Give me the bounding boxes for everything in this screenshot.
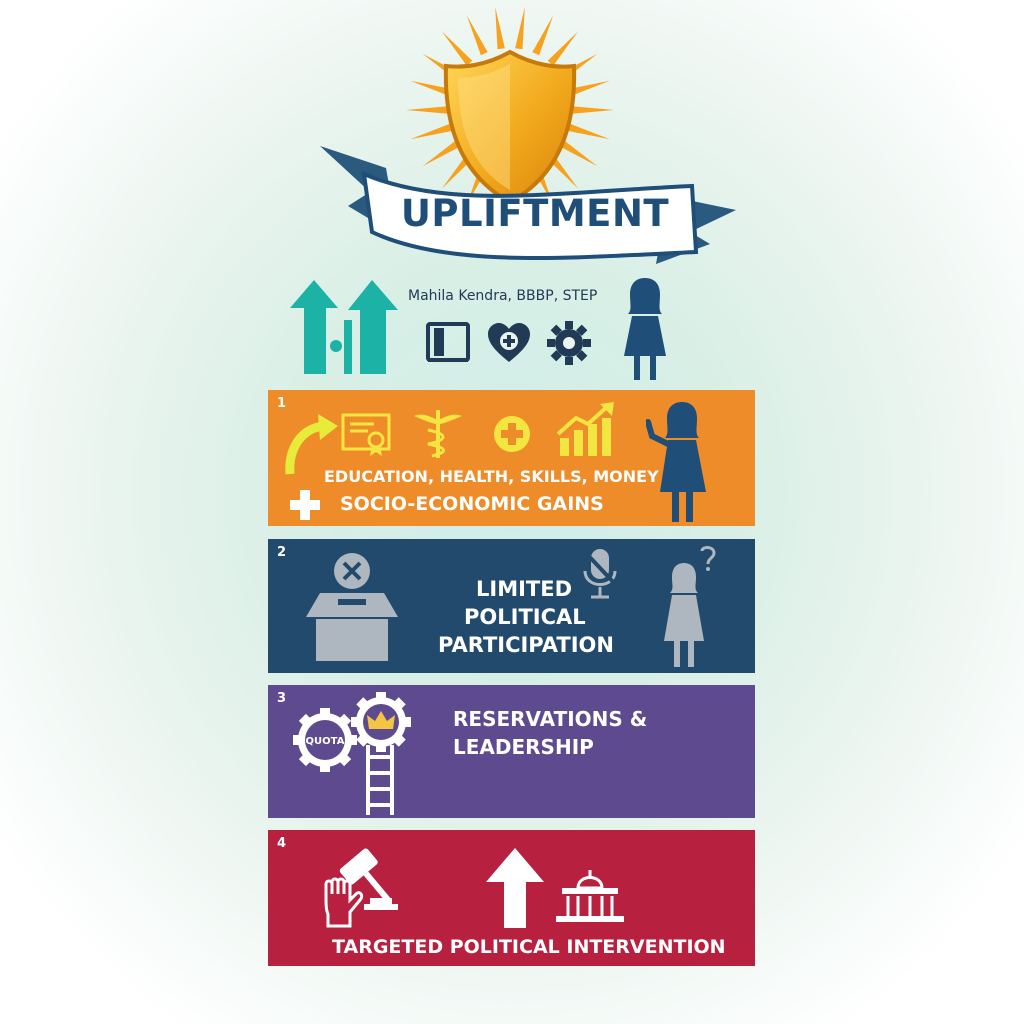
curved-arrow-icon xyxy=(285,414,338,475)
up-arrow-icon xyxy=(486,848,544,928)
panel-3-line-2: LEADERSHIP xyxy=(453,735,594,759)
sun-ray xyxy=(532,15,554,56)
sun-ray xyxy=(410,123,452,140)
page-title: UPLIFTMENT xyxy=(400,191,670,235)
gear-tooth xyxy=(583,339,591,347)
title-ribbon xyxy=(320,146,736,264)
sun-ray xyxy=(441,154,473,189)
woman-icon xyxy=(624,278,666,380)
heart-health-icon xyxy=(488,323,530,362)
sun-ray xyxy=(560,140,598,167)
book-icon xyxy=(426,322,470,362)
panel-4-line-1: TARGETED POLITICAL INTERVENTION xyxy=(332,936,726,958)
panel-3-line-1: RESERVATIONS & xyxy=(453,707,648,731)
panel-number: 2 xyxy=(277,545,287,560)
sun-ray xyxy=(571,106,614,114)
caduceus-icon xyxy=(414,410,462,458)
parliament-building-icon xyxy=(556,870,624,922)
sun-ray xyxy=(410,80,452,97)
plus-icon xyxy=(290,490,320,520)
growth-chart-icon xyxy=(556,402,614,456)
sun-ray xyxy=(422,140,460,167)
sun-ray xyxy=(466,15,488,56)
panel-number: 3 xyxy=(277,691,287,706)
sun-ray xyxy=(547,31,579,66)
muted-microphone-icon xyxy=(582,549,618,599)
panel-reservations: 3 QUOTA RESERVATIONS & LEADERSHIP xyxy=(268,685,755,818)
gear-icon xyxy=(547,321,591,365)
sun-ray xyxy=(568,123,610,140)
crown-gear-icon xyxy=(351,692,411,752)
sun-ray xyxy=(568,80,610,97)
panel-2-line-1: LIMITED xyxy=(476,577,573,601)
panel-political-intervention: 4 TARGETED POLITICAL INTERVENTION xyxy=(268,830,755,966)
ladder-icon xyxy=(366,745,394,815)
sun-ray xyxy=(406,106,449,114)
gear-tooth xyxy=(547,339,555,347)
certificate-icon xyxy=(341,413,391,456)
woman-gesturing-icon xyxy=(646,402,706,522)
sun-ray xyxy=(547,154,579,189)
sun-ray xyxy=(495,7,505,50)
ballot-box-icon xyxy=(306,553,398,661)
gavel-icon xyxy=(339,848,398,910)
up-arrows-icon xyxy=(290,280,398,374)
panel-socio-economic: 1 EDUCATION, HEALTH, SKILLS, MONEY SOCIO… xyxy=(268,390,755,526)
sun-ray xyxy=(515,7,525,50)
gear-tooth xyxy=(565,321,573,329)
panel-political-participation: 2 LIMITED POLITICAL PARTICIPATION xyxy=(268,539,755,673)
health-plus-icon xyxy=(494,416,530,452)
gear-tooth xyxy=(565,357,573,365)
quota-gear-icon: QUOTA xyxy=(293,708,357,772)
programs-subtitle: Mahila Kendra, BBBP, STEP xyxy=(408,288,598,304)
raised-fist-icon xyxy=(324,877,364,928)
panel-number: 4 xyxy=(277,836,287,851)
shield-icon xyxy=(443,49,577,205)
questioning-woman-icon xyxy=(664,546,716,667)
panel-2-line-3: PARTICIPATION xyxy=(438,633,614,657)
sun-ray xyxy=(441,31,473,66)
panel-1-line-2: SOCIO-ECONOMIC GAINS xyxy=(340,493,604,515)
quota-label: QUOTA xyxy=(306,736,345,747)
panel-1-line-1: EDUCATION, HEALTH, SKILLS, MONEY xyxy=(324,467,659,486)
panel-number: 1 xyxy=(277,396,287,411)
panel-2-line-2: POLITICAL xyxy=(464,605,586,629)
